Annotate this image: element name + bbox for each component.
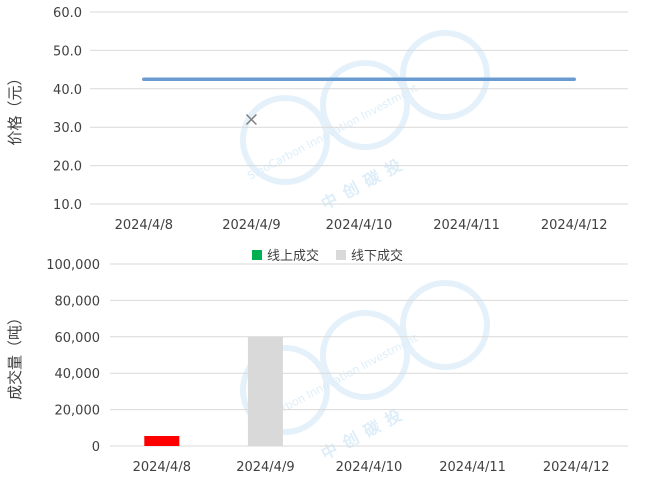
top-y-tick-label: 50.0 (53, 44, 82, 59)
price-point (142, 77, 146, 81)
legend-label: 线上成交 (267, 248, 319, 264)
bottom-y-tick-label: 80,000 (55, 294, 101, 309)
watermark-brand: 中创碳投 (318, 402, 412, 464)
volume-bar (144, 435, 180, 446)
watermark-ring (240, 345, 330, 435)
top-y-tick-label: 60.0 (53, 6, 82, 21)
watermark-ring (400, 30, 490, 120)
price-point (465, 77, 469, 81)
top-x-tick-label: 2024/4/9 (222, 218, 280, 233)
legend-swatch (252, 250, 262, 260)
bottom-x-tick-label: 2024/4/10 (336, 460, 403, 475)
legend-swatch (336, 250, 346, 260)
bottom-x-tick-label: 2024/4/11 (439, 460, 506, 475)
watermark-ring (320, 310, 410, 400)
top-x-tick-label: 2024/4/10 (326, 218, 393, 233)
bottom-y-tick-label: 100,000 (46, 258, 100, 273)
bottom-y-tick-label: 60,000 (55, 331, 101, 346)
top-x-tick-label: 2024/4/11 (433, 218, 500, 233)
bottom-x-tick-label: 2024/4/8 (133, 460, 191, 475)
bottom-y-tick-label: 0 (92, 440, 100, 455)
scatter-x-marker (245, 113, 257, 126)
top-y-tick-label: 40.0 (53, 83, 82, 98)
watermark-ring (320, 60, 410, 150)
bottom-y-axis-title: 成交量（吨） (6, 310, 24, 400)
bottom-x-tick-label: 2024/4/12 (543, 460, 610, 475)
price-point (249, 77, 253, 81)
top-x-tick-label: 2024/4/12 (541, 218, 608, 233)
bottom-y-tick-label: 40,000 (55, 367, 101, 382)
top-y-tick-label: 10.0 (53, 198, 82, 213)
price-point (357, 77, 361, 81)
bottom-x-tick-label: 2024/4/9 (236, 460, 294, 475)
top-y-axis-title: 价格（元） (6, 70, 24, 145)
legend-label: 线下成交 (351, 248, 403, 264)
scatter-x-stroke (245, 113, 257, 126)
price-point (572, 77, 576, 81)
bottom-y-tick-label: 20,000 (55, 404, 101, 419)
top-x-tick-label: 2024/4/8 (115, 218, 173, 233)
watermark-ring (400, 280, 490, 370)
top-y-tick-label: 20.0 (53, 160, 82, 175)
volume-bar (247, 336, 283, 446)
watermark-ring (240, 95, 330, 185)
top-y-tick-label: 30.0 (53, 121, 82, 136)
